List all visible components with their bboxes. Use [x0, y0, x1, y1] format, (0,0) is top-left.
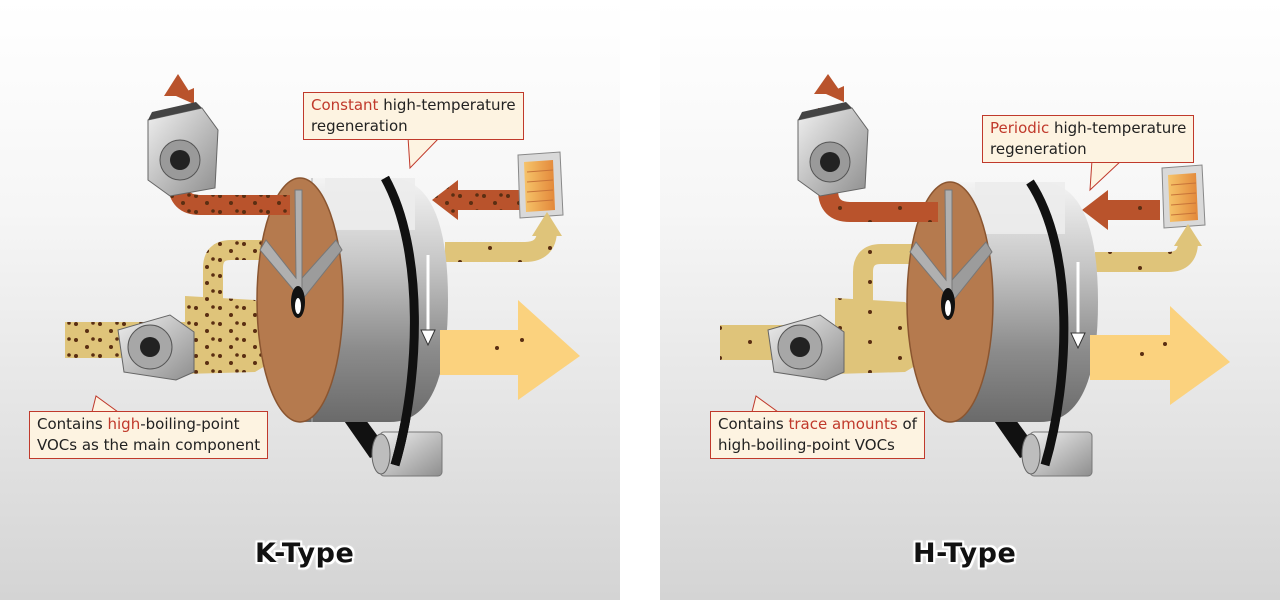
voc-callout-tail	[91, 395, 120, 413]
voc-callout: Contains high-boiling-point VOCs as the …	[29, 411, 269, 459]
voc-prefix: Contains	[37, 415, 108, 433]
voc-callout-tail	[751, 395, 780, 413]
regen-text-line2: regeneration	[990, 140, 1087, 158]
regen-text: high-temperature	[1049, 119, 1187, 137]
regen-text: high-temperature	[378, 96, 516, 114]
exhaust-fan-icon	[797, 102, 869, 197]
h-type-diagram	[720, 74, 1230, 477]
k-type-diagram	[65, 74, 580, 477]
voc-highlight: trace amounts	[788, 415, 898, 433]
drive-motor	[990, 412, 1093, 477]
heater-icon	[517, 151, 564, 219]
voc-callout: Contains trace amounts of high-boiling-p…	[710, 411, 925, 459]
zone-partition	[909, 189, 993, 320]
process-fan-icon	[117, 314, 195, 381]
clean-air-outlet-flow	[440, 300, 580, 400]
h-type-panel: Periodic high-temperature regeneration C…	[660, 0, 1280, 600]
k-type-title: K-Type	[255, 538, 355, 569]
regeneration-callout: Constant high-temperature regeneration	[303, 92, 524, 140]
regen-highlight: Periodic	[990, 119, 1050, 137]
regeneration-hot-air-flow	[432, 180, 520, 220]
k-type-panel: Constant high-temperature regeneration C…	[0, 0, 620, 600]
voc-text: of	[897, 415, 917, 433]
voc-prefix: Contains	[718, 415, 789, 433]
voc-text: -boiling-point	[140, 415, 240, 433]
regen-callout-tail	[407, 136, 442, 170]
h-type-title: H-Type	[913, 538, 1017, 569]
regen-callout-tail	[1089, 159, 1124, 192]
regeneration-callout: Periodic high-temperature regeneration	[982, 115, 1195, 163]
heater-icon	[1161, 164, 1206, 229]
regen-text-line2: regeneration	[311, 117, 408, 135]
process-fan-icon	[767, 314, 845, 381]
exhaust-fan-icon	[147, 102, 219, 197]
voc-text-line2: high-boiling-point VOCs	[718, 436, 895, 454]
voc-highlight: high	[107, 415, 141, 433]
regeneration-hot-air-flow	[1082, 190, 1160, 230]
zone-partition	[259, 189, 343, 318]
drive-belt	[1026, 179, 1069, 467]
regen-highlight: Constant	[311, 96, 379, 114]
voc-text-line2: VOCs as the main component	[37, 436, 261, 454]
clean-air-outlet-flow	[1090, 306, 1230, 405]
